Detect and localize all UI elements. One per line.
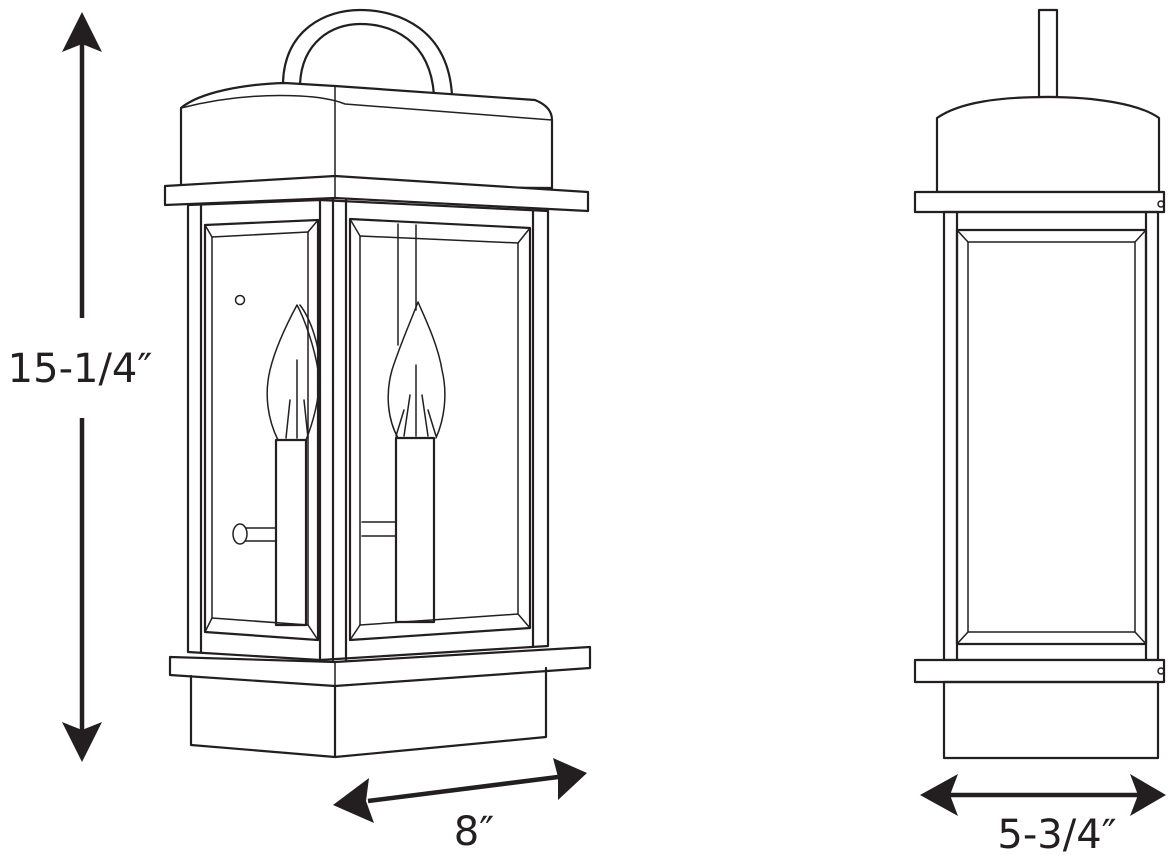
depth-arrow-left-head xyxy=(920,774,958,816)
front-candle-left xyxy=(266,304,321,627)
front-candle-right xyxy=(387,301,446,624)
depth-arrow-right-head xyxy=(1130,774,1166,816)
front-left-glass-outer xyxy=(203,218,320,642)
depth-label: 5-3/4″ xyxy=(997,812,1116,858)
front-handle-outer xyxy=(281,8,454,97)
front-roof-ridge xyxy=(180,94,553,121)
side-roof xyxy=(935,95,1161,194)
width-dimension: 8″ xyxy=(333,758,587,855)
front-candle-right-wick-5 xyxy=(427,409,437,437)
front-handle-inner xyxy=(298,22,436,97)
front-candle-left-flame-line2 xyxy=(285,399,291,439)
side-view-lantern xyxy=(913,8,1166,760)
height-label: 15-1/4″ xyxy=(8,346,153,392)
side-top-plate xyxy=(913,190,1166,214)
side-bevel-tl xyxy=(956,229,969,243)
front-body-right-face xyxy=(318,198,550,662)
side-glass-outer xyxy=(955,228,1148,646)
side-bevel-tr xyxy=(1134,229,1147,243)
front-candle-right-flame xyxy=(387,301,446,439)
front-left-bevel-tr xyxy=(307,219,319,233)
side-stem xyxy=(1037,8,1059,99)
front-candle-right-wick-3 xyxy=(421,394,429,437)
front-base-right xyxy=(333,666,548,759)
front-left-bevel-br xyxy=(307,624,319,641)
front-candle-arm xyxy=(232,521,397,545)
side-bevel-br xyxy=(1134,631,1147,645)
front-left-bevel-tl xyxy=(204,224,213,238)
front-roof xyxy=(179,81,554,190)
front-candle-left-flame xyxy=(266,304,319,441)
side-glass-inner xyxy=(967,241,1136,633)
front-view-lantern xyxy=(163,8,592,759)
front-screw xyxy=(234,294,246,306)
depth-dimension: 5-3/4″ xyxy=(920,774,1166,858)
side-bottom-plate xyxy=(913,658,1166,684)
front-left-glass-inner xyxy=(211,231,309,626)
front-candle-right-sleeve xyxy=(394,436,436,624)
front-right-bevel-tl xyxy=(349,218,361,237)
side-bottom-screw xyxy=(1157,667,1165,675)
front-candle-left-flame-back xyxy=(299,304,321,441)
front-candle-left-sleeve xyxy=(274,438,308,627)
side-body-outer xyxy=(942,210,1160,662)
front-left-bevel-bl xyxy=(204,617,213,633)
width-arrow-left-head xyxy=(333,778,374,823)
front-right-bevel-br xyxy=(517,613,531,629)
side-base xyxy=(942,680,1160,760)
front-bottom-plate xyxy=(168,645,592,688)
height-arrow-bottom-head xyxy=(62,722,102,762)
front-candle-right-wick-4 xyxy=(395,409,405,437)
front-candle-left-flame-line3 xyxy=(303,399,309,439)
height-arrow-top-head xyxy=(62,12,102,52)
width-arrow-line xyxy=(367,774,559,804)
width-arrow-right-head xyxy=(553,758,587,800)
front-candle-right-wick-2 xyxy=(403,394,411,437)
front-right-bevel-tr xyxy=(517,227,531,244)
height-dimension: 15-1/4″ xyxy=(8,12,153,762)
front-base-left xyxy=(189,674,337,759)
side-bevel-bl xyxy=(956,631,969,645)
front-body-left-face xyxy=(186,198,322,662)
front-arm-knob xyxy=(232,523,248,545)
side-top-screw xyxy=(1157,200,1165,208)
front-right-bevel-bl xyxy=(349,624,361,641)
width-label: 8″ xyxy=(454,809,494,855)
